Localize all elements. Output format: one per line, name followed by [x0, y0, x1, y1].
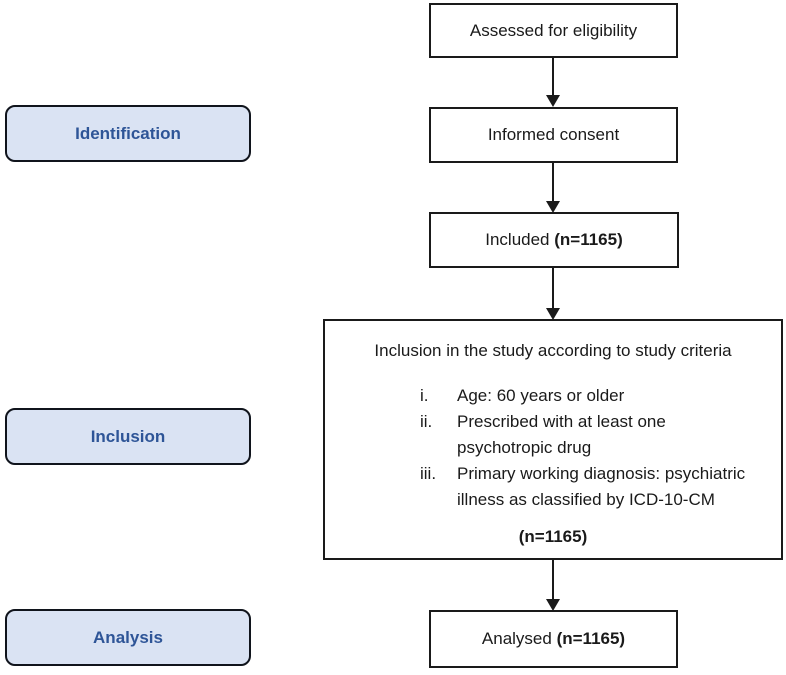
stage-label-analysis-text: Analysis	[93, 627, 163, 647]
stage-label-identification-text: Identification	[75, 123, 181, 143]
criteria-item: i. Age: 60 years or older	[420, 383, 753, 409]
analysed-n-count: (n=1165)	[556, 629, 626, 648]
stage-label-inclusion: Inclusion	[5, 408, 251, 465]
criteria-item-text: Primary working diagnosis: psychiatric i…	[457, 464, 746, 509]
criteria-item-number: iii.	[420, 464, 437, 483]
criteria-item-text: Prescribed with at least one psychotropi…	[457, 412, 666, 457]
criteria-list: i. Age: 60 years or older ii. Prescribed…	[325, 383, 781, 513]
criteria-item: ii. Prescribed with at least one psychot…	[420, 409, 753, 461]
criteria-item: iii. Primary working diagnosis: psychiat…	[420, 461, 753, 513]
box-analysed-text: Analysed (n=1165)	[481, 629, 626, 648]
box-assessed-for-eligibility: Assessed for eligibility	[429, 3, 678, 58]
stage-label-identification: Identification	[5, 105, 251, 162]
box-assessed-text: Assessed for eligibility	[469, 20, 638, 40]
box-analysed: Analysed (n=1165)	[429, 610, 678, 668]
criteria-item-text: Age: 60 years or older	[457, 386, 625, 405]
criteria-n-count: (n=1165)	[518, 527, 588, 546]
box-inclusion-criteria: Inclusion in the study according to stud…	[323, 319, 783, 560]
box-included-text: Included (n=1165)	[485, 230, 623, 249]
stage-label-analysis: Analysis	[5, 609, 251, 666]
flow-arrow-criteria-to-analysed	[552, 560, 554, 609]
box-informed-text: Informed consent	[487, 125, 620, 144]
included-n-count: (n=1165)	[554, 230, 623, 249]
stage-label-inclusion-text: Inclusion	[90, 426, 166, 446]
criteria-title: Inclusion in the study according to stud…	[374, 341, 732, 360]
criteria-item-number: ii.	[420, 412, 433, 431]
flow-arrow-assessed-to-informed	[552, 58, 554, 105]
box-informed-consent: Informed consent	[429, 107, 678, 163]
criteria-item-number: i.	[420, 386, 429, 405]
flow-arrow-informed-to-included	[552, 163, 554, 211]
box-included: Included (n=1165)	[429, 212, 679, 268]
flow-arrow-included-to-criteria	[552, 268, 554, 318]
